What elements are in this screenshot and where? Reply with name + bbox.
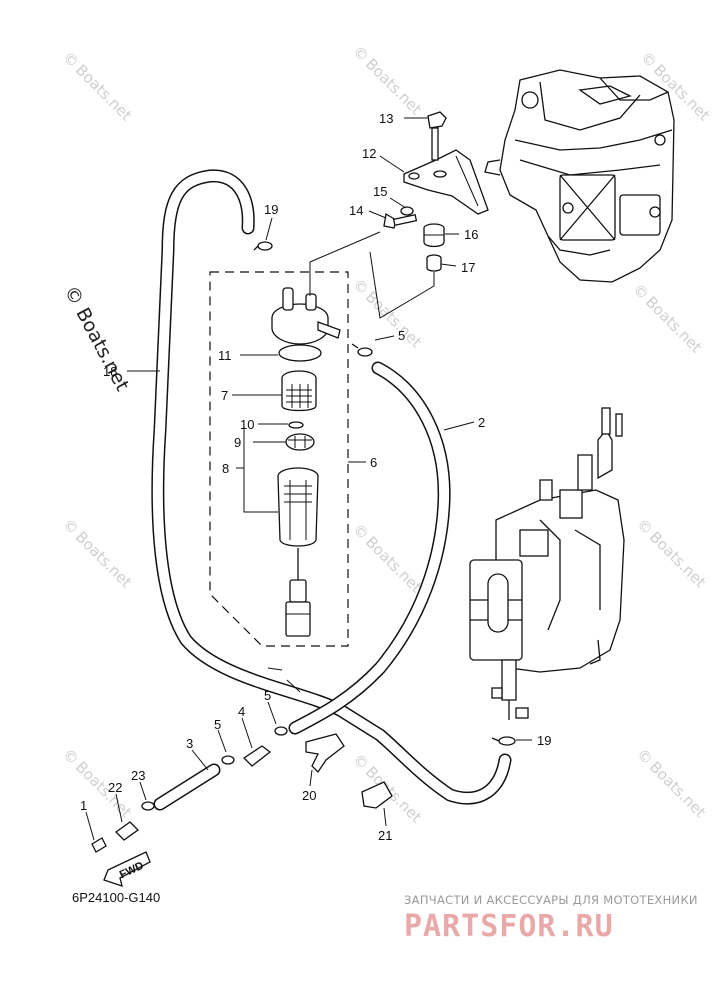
callout-13: 13 <box>379 111 393 126</box>
callout-19: 19 <box>264 202 278 217</box>
callout-1: 1 <box>80 798 87 813</box>
callout-20: 20 <box>302 788 316 803</box>
callout-6: 6 <box>370 455 377 470</box>
watermark-text: Boats.net <box>646 528 710 592</box>
callout-4: 4 <box>238 704 245 719</box>
callout-12: 12 <box>362 146 376 161</box>
callout-leaders <box>85 117 532 841</box>
callout-labels: 13 12 15 14 16 17 19 5 11 18 7 10 9 8 6 … <box>80 111 551 843</box>
watermark-text: Boats.net <box>72 528 136 592</box>
callout-8: 8 <box>222 461 229 476</box>
filter-group-box <box>209 271 349 647</box>
fwd-arrow-icon: FWD <box>103 851 151 887</box>
hose-clips <box>253 241 516 746</box>
callout-10: 10 <box>240 417 254 432</box>
lower-fuel-line-parts <box>91 726 393 853</box>
callout-14: 14 <box>349 203 363 218</box>
bracket-and-fasteners <box>309 111 489 319</box>
watermark-text: Boats.net <box>72 61 136 125</box>
watermark-text: Boats.net <box>646 758 710 822</box>
callout-11: 11 <box>218 348 232 363</box>
diagram-code: 6P24100-G140 <box>72 890 160 905</box>
watermark-main: © Boats.net <box>60 282 134 395</box>
fuel-pump-assembly-illustration <box>469 407 625 720</box>
callout-2: 2 <box>478 415 485 430</box>
branding: ЗАПЧАСТИ И АКСЕССУАРЫ ДЛЯ МОТОТЕХНИКИ PA… <box>404 893 698 944</box>
callout-23: 23 <box>131 768 145 783</box>
watermark-text: Boats.net <box>362 533 426 597</box>
callout-9: 9 <box>234 435 241 450</box>
callout-16: 16 <box>464 227 478 242</box>
callout-5: 5 <box>264 688 271 703</box>
watermark-text: Boats.net <box>362 288 426 352</box>
callout-15: 15 <box>373 184 387 199</box>
callout-5: 5 <box>214 717 221 732</box>
hose-2 <box>267 361 451 735</box>
filter-housing-components <box>271 287 341 637</box>
callout-17: 17 <box>461 260 475 275</box>
brand-subtitle: ЗАПЧАСТИ И АКСЕССУАРЫ ДЛЯ МОТОТЕХНИКИ <box>404 893 698 907</box>
engine-block-illustration <box>484 69 675 283</box>
callout-22: 22 <box>108 780 122 795</box>
callout-21: 21 <box>378 828 392 843</box>
hose-18 <box>151 169 512 805</box>
brand-logo: PARTSFOR.RU <box>404 909 614 944</box>
watermark-text: Boats.net <box>642 293 706 357</box>
callout-7: 7 <box>221 388 228 403</box>
callout-5: 5 <box>398 328 405 343</box>
callout-19: 19 <box>537 733 551 748</box>
callout-18: 18 <box>103 364 117 379</box>
watermark-text: Boats.net <box>362 55 426 119</box>
callout-3: 3 <box>186 736 193 751</box>
